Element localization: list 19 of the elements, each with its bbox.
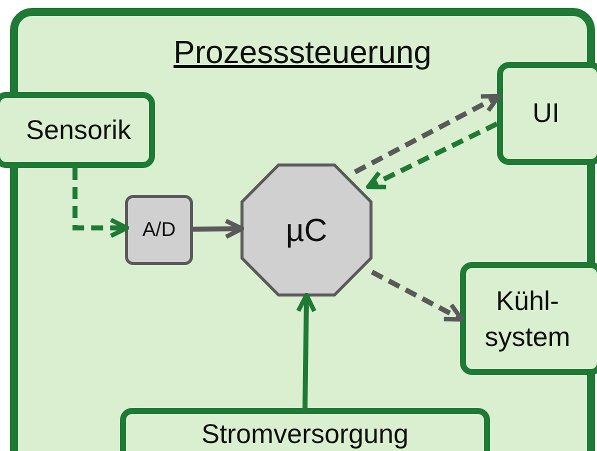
arrow [354, 94, 501, 174]
process-box [125, 195, 193, 265]
panel-title: Prozesssteuerung [174, 36, 432, 68]
process-box [0, 92, 155, 168]
node-label: UI [532, 97, 560, 130]
octagon-node [240, 163, 373, 297]
process-box [120, 408, 490, 451]
arrow [296, 292, 316, 408]
node-label: A/D [142, 218, 176, 243]
arrow [366, 122, 498, 190]
node-label: Kühl-system [484, 284, 572, 354]
node-label: Stromversorgung [201, 418, 409, 451]
process-box [460, 262, 597, 375]
node-label: µC [286, 211, 328, 250]
arrow [192, 218, 244, 240]
arrow [370, 270, 464, 322]
node-label: Sensorik [26, 114, 132, 147]
process-box [497, 62, 597, 165]
arrow [72, 168, 130, 238]
